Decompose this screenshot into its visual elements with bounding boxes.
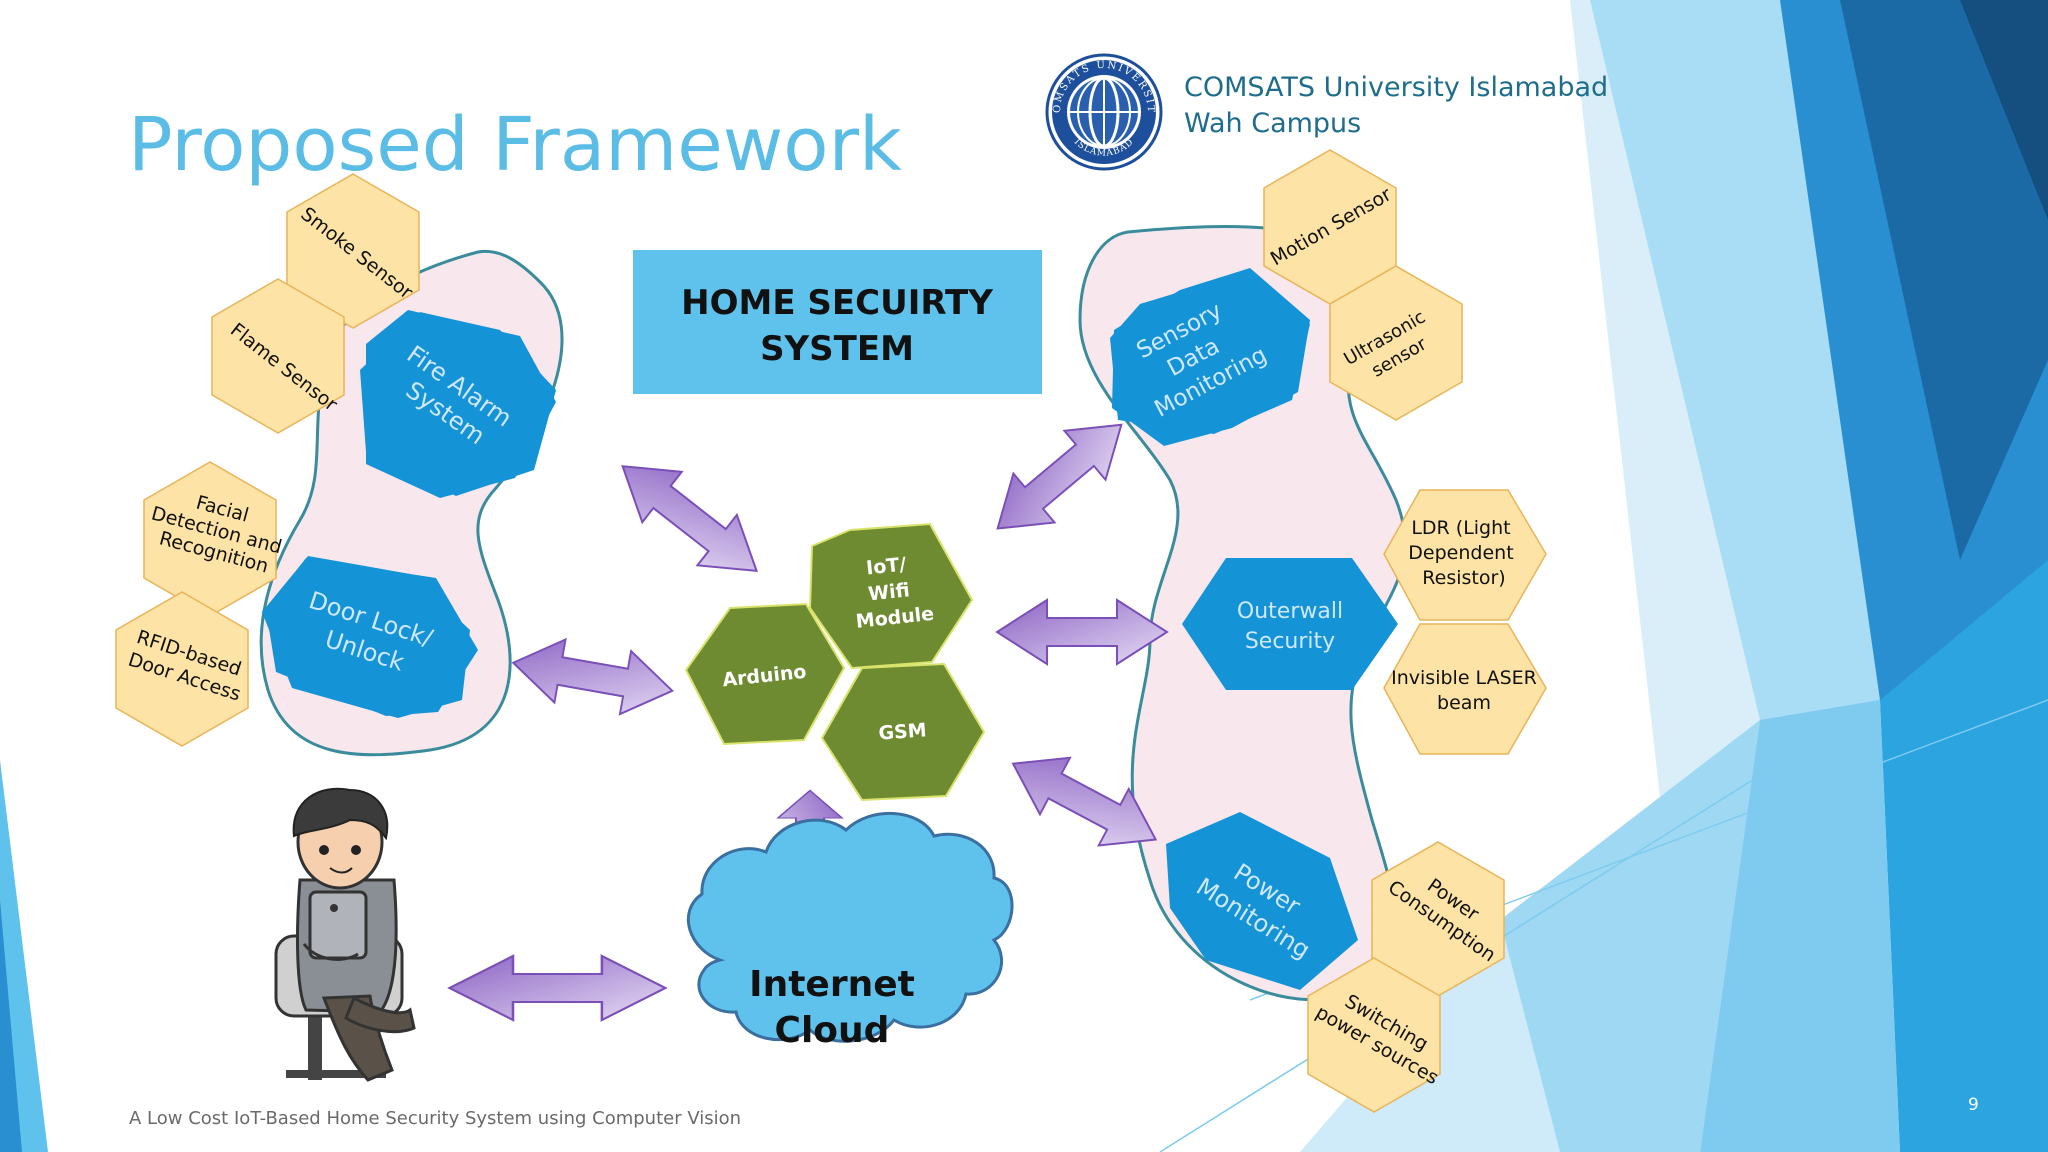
home-security-title-box: HOME SECUIRTY SYSTEM (633, 250, 1042, 394)
institution-name: COMSATS University Islamabad (1184, 72, 1608, 103)
door-lock-unlock-hex: Door Lock/ Unlock (262, 556, 478, 718)
smoke-sensor-hex: Smoke Sensor (286, 173, 420, 329)
laser-line-1: Invisible LASER (1391, 667, 1537, 689)
motion-sensor-hex: Motion Sensor (1263, 149, 1397, 305)
ldr-hex: LDR (Light Dependent Resistor) (1383, 489, 1547, 621)
svg-text:COMSATS UNIVERSITY: COMSATS UNIVERSITY (0, 0, 1156, 114)
facial-detection-hex: Facial Detection and Recognition (143, 461, 284, 617)
arrow-center-to-sensory (996, 423, 1123, 530)
iot-line-2: Wifi (867, 579, 911, 605)
outerwall-line-2: Security (1245, 629, 1335, 654)
rfid-door-access-hex: RFID-based Door Access (115, 591, 249, 747)
double-arrows (447, 423, 1169, 1022)
laser-line-2: beam (1437, 692, 1491, 714)
cloud-line-1: Internet (749, 964, 915, 1005)
arduino-hex: Arduino (684, 602, 846, 746)
arrow-center-to-power (1011, 756, 1158, 847)
institution-campus: Wah Campus (1184, 108, 1361, 139)
home-security-title-line-2: SYSTEM (760, 329, 914, 369)
page-title: Proposed Framework (128, 102, 902, 188)
power-consumption-hex: Power Consumption (1371, 841, 1505, 997)
sensory-data-monitoring-hex: Sensory Data Monitoring (1110, 268, 1310, 446)
outerwall-line-1: Outerwall (1237, 599, 1343, 624)
outerwall-security-hex: Outerwall Security (1182, 558, 1398, 690)
person-with-tablet-icon (274, 787, 416, 1082)
cloud-line-2: Cloud (775, 1010, 890, 1051)
fire-alarm-system-hex: Fire Alarm System (360, 310, 556, 498)
ultrasonic-sensor-hex: Ultrasonic sensor (1329, 265, 1463, 421)
home-security-title-line-1: HOME SECUIRTY (681, 283, 993, 323)
arrow-center-to-outerwall (995, 598, 1169, 666)
arrow-fire-to-center (621, 465, 759, 573)
ldr-line-2: Dependent (1408, 542, 1513, 564)
arrow-door-to-center (511, 637, 675, 716)
iot-line-1: IoT/ (865, 553, 907, 579)
iot-label: IoT/ Wifi Module (849, 551, 935, 633)
ldr-line-1: LDR (Light (1411, 517, 1510, 539)
ldr-label: LDR (Light Dependent Resistor) (1408, 517, 1519, 589)
logo-ring-top-text: COMSATS UNIVERSITY (0, 0, 1154, 114)
switching-power-hex: Switching power sources (1307, 957, 1442, 1113)
internet-cloud: Internet Cloud (686, 811, 1014, 1051)
gsm-hex: GSM (820, 662, 986, 802)
ldr-line-3: Resistor) (1422, 567, 1505, 589)
gsm-label: GSM (878, 719, 928, 744)
power-monitoring-hex: Power Monitoring (1166, 812, 1358, 990)
arrow-person-to-cloud (447, 954, 668, 1022)
footer-caption: A Low Cost IoT-Based Home Security Syste… (129, 1108, 741, 1129)
page-number: 9 (1968, 1095, 1979, 1115)
flame-sensor-hex: Flame Sensor (211, 278, 345, 434)
iot-wifi-module-hex: IoT/ Wifi Module (808, 522, 974, 670)
invisible-laser-hex: Invisible LASER beam (1383, 623, 1547, 755)
